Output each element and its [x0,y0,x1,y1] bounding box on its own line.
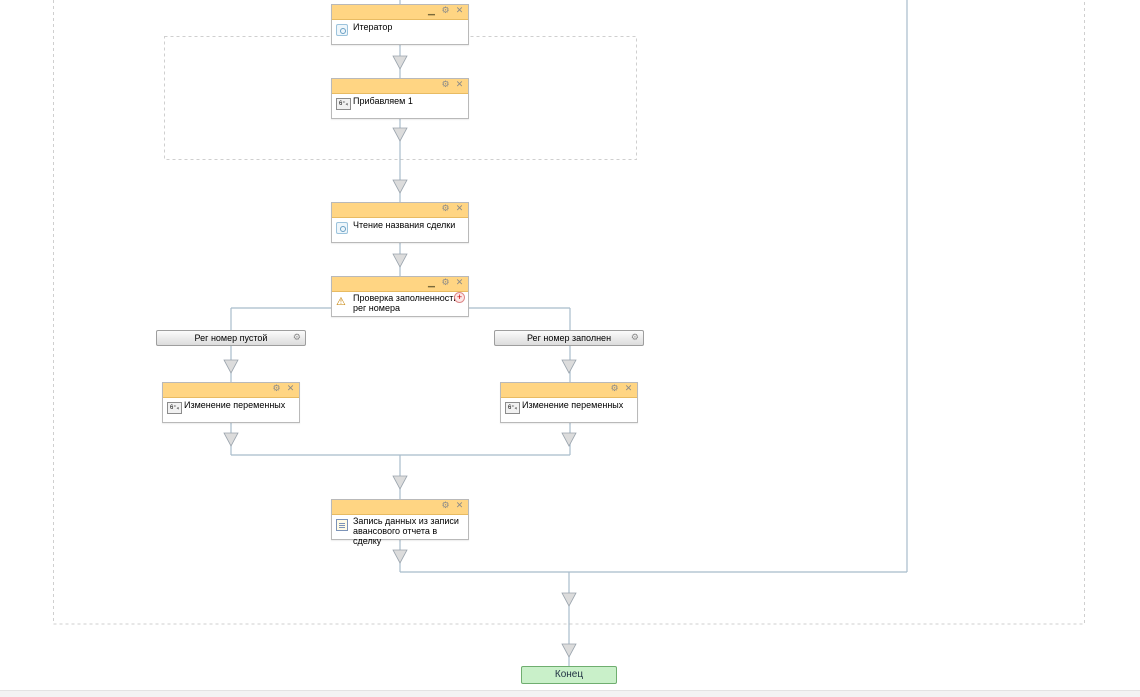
question-icon: ⚠ [336,295,346,308]
add-branch-icon[interactable]: + [454,292,465,303]
node-label: Проверка заполненности рег номера [353,293,459,313]
close-icon[interactable]: ✕ [455,278,464,288]
close-icon[interactable]: ✕ [286,384,295,394]
node-header: ▁ ⚙ ✕ [332,5,468,20]
flow-arrow [392,549,408,564]
node-write-data[interactable]: ⚙ ✕ Запись данных из записи авансового о… [331,499,469,546]
close-icon[interactable]: ✕ [455,6,464,16]
branch-reg-empty[interactable]: Рег номер пустой ⚙ [156,330,306,346]
node-add-one[interactable]: ⚙ ✕ 6⁺₄ Прибавляем 1 [331,78,469,119]
loop-container [53,0,1085,625]
gear-icon[interactable]: ⚙ [610,384,619,394]
close-icon[interactable]: ✕ [455,501,464,511]
node-label: Запись данных из записи авансового отчет… [353,516,459,546]
node-change-variables-left[interactable]: ⚙ ✕ 6⁺₄ Изменение переменных [162,382,300,423]
flow-arrow [392,55,408,70]
flow-arrow [561,359,577,374]
gear-icon[interactable]: ⚙ [441,80,450,90]
node-read-deal-name[interactable]: ⚙ ✕ Чтение названия сделки [331,202,469,243]
flow-arrow [561,432,577,447]
flow-arrow [392,179,408,194]
flow-arrow [392,253,408,268]
flow-arrow [561,643,577,658]
gear-icon[interactable]: ⚙ [630,333,639,343]
node-label: Изменение переменных [184,400,286,410]
gear-icon[interactable]: ⚙ [441,6,450,16]
node-header: ⚙ ✕ [332,79,468,94]
gear-icon[interactable]: ⚙ [441,501,450,511]
flow-arrow [223,359,239,374]
branch-label: Рег номер заполнен [526,333,612,343]
minimize-icon[interactable]: ▁ [428,6,435,16]
gear-icon[interactable]: ⚙ [441,278,450,288]
flow-arrow [561,592,577,607]
close-icon[interactable]: ✕ [624,384,633,394]
end-node[interactable]: Конец [521,666,617,684]
branch-label: Рег номер пустой [194,333,268,343]
node-header: ⚙ ✕ [501,383,637,398]
node-change-variables-right[interactable]: ⚙ ✕ 6⁺₄ Изменение переменных [500,382,638,423]
node-check-reg-number[interactable]: ▁ ⚙ ✕ ⚠ Проверка заполненности рег номер… [331,276,469,317]
node-header: ⚙ ✕ [163,383,299,398]
node-label: Итератор [353,22,393,32]
flow-arrow [392,475,408,490]
node-label: Прибавляем 1 [353,96,413,106]
gear-icon [336,222,348,234]
node-label: Изменение переменных [522,400,624,410]
close-icon[interactable]: ✕ [455,204,464,214]
node-label: Чтение названия сделки [353,220,456,230]
note-icon [336,519,348,531]
calc-icon: 6⁺₄ [505,402,520,414]
gear-icon [336,24,348,36]
node-header: ⚙ ✕ [332,500,468,515]
gear-icon[interactable]: ⚙ [272,384,281,394]
flow-arrow [223,432,239,447]
close-icon[interactable]: ✕ [455,80,464,90]
calc-icon: 6⁺₄ [167,402,182,414]
gear-icon[interactable]: ⚙ [292,333,301,343]
node-iterator[interactable]: ▁ ⚙ ✕ Итератор [331,4,469,45]
flow-arrow [392,127,408,142]
calc-icon: 6⁺₄ [336,98,351,110]
branch-reg-filled[interactable]: Рег номер заполнен ⚙ [494,330,644,346]
gear-icon[interactable]: ⚙ [441,204,450,214]
node-header: ⚙ ✕ [332,203,468,218]
minimize-icon[interactable]: ▁ [428,278,435,288]
bottom-strip [0,690,1140,697]
node-header: ▁ ⚙ ✕ [332,277,468,292]
